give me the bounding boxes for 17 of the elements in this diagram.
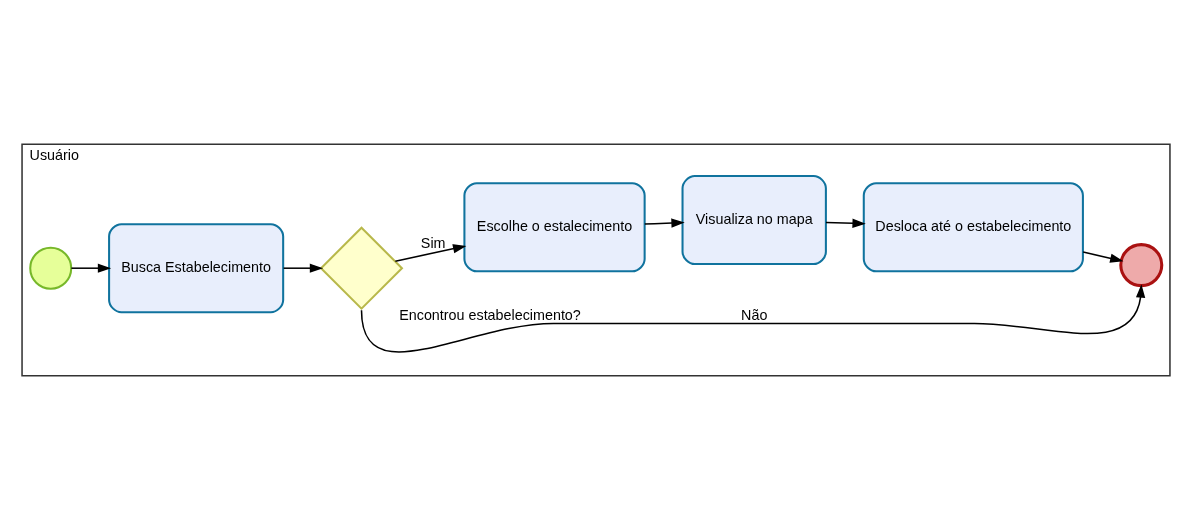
node-box: Desloca até o estabelecimento [862, 182, 1084, 273]
arrow [394, 244, 467, 262]
node-circle [1119, 243, 1164, 288]
node-box: Escolhe o estalecimento [463, 182, 646, 273]
node-box: Visualiza no mapa [681, 175, 827, 266]
arrow [644, 218, 685, 228]
arrow [70, 263, 112, 273]
edge-label: Sim [420, 234, 446, 251]
arrow [825, 218, 866, 228]
edge-label: Não [741, 306, 768, 323]
node-label: Encontrou estabelecimento? [399, 307, 581, 324]
arrow [360, 284, 1146, 353]
node-box: Busca Estabelecimento [108, 223, 285, 314]
node-diamond [319, 226, 404, 311]
node-circle [29, 246, 73, 290]
arrow [1082, 251, 1124, 263]
arrow [282, 263, 324, 273]
